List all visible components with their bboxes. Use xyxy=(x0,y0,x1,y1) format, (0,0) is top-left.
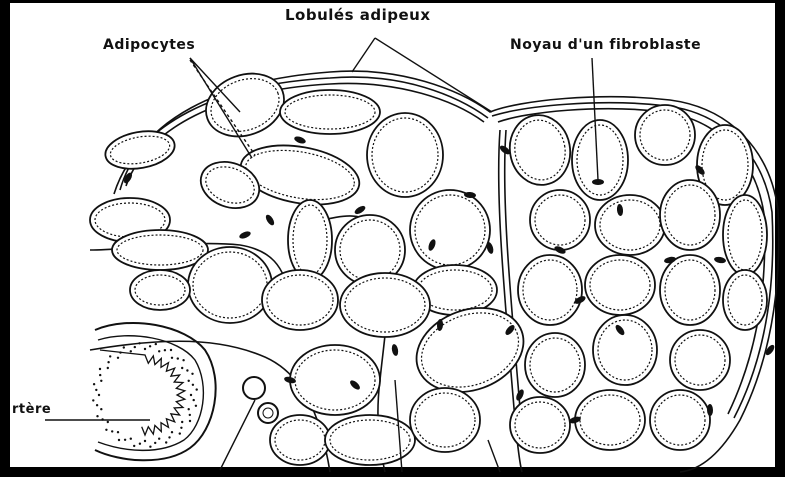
fibroblast-nucleus xyxy=(515,388,526,401)
fibroblast-nucleus xyxy=(238,230,251,240)
adipocyte xyxy=(595,195,665,255)
adipocyte xyxy=(112,230,208,270)
adipocyte xyxy=(367,113,443,197)
label-lobules-adipeux: Lobulés adipeux xyxy=(285,6,431,24)
adipocyte xyxy=(723,195,767,275)
adipocyte xyxy=(525,333,585,397)
adipocyte xyxy=(723,270,767,330)
adipocyte xyxy=(197,63,293,147)
small-vessel xyxy=(243,377,265,399)
adipocyte xyxy=(130,270,190,310)
fibroblast-nucleus xyxy=(293,135,306,145)
adipocyte xyxy=(572,120,628,200)
adipocyte xyxy=(340,273,430,337)
fibroblast-nucleus xyxy=(264,213,276,226)
adipocyte xyxy=(660,180,720,250)
adipocyte xyxy=(410,388,480,452)
adipocyte-cells xyxy=(90,63,767,465)
adipocyte xyxy=(650,390,710,450)
adipocyte xyxy=(262,270,338,330)
artery-section xyxy=(92,323,216,460)
adipocyte xyxy=(270,415,330,465)
adipocyte xyxy=(518,255,582,325)
adipocyte xyxy=(510,397,570,453)
adipocyte xyxy=(670,330,730,390)
fibroblast-nucleus xyxy=(353,204,366,215)
fibroblast-nucleus xyxy=(714,256,727,264)
adipocyte xyxy=(585,255,655,315)
adipocyte xyxy=(660,255,720,325)
adipocyte xyxy=(504,110,575,189)
adipocyte xyxy=(290,345,380,415)
adipocyte xyxy=(635,105,695,165)
small-vessel xyxy=(258,403,278,423)
adipocyte xyxy=(188,247,272,323)
label-artere: rtère xyxy=(12,402,51,417)
label-adipocytes: Adipocytes xyxy=(103,37,195,53)
adipocyte xyxy=(593,315,657,385)
fibroblast-nucleus xyxy=(391,344,399,357)
adipocyte xyxy=(575,390,645,450)
adipocyte xyxy=(530,190,590,250)
label-noyau-fibroblaste: Noyau d'un fibroblaste xyxy=(510,37,701,53)
adipocyte xyxy=(410,190,490,270)
adipocyte xyxy=(280,90,380,134)
adipocyte xyxy=(288,200,332,280)
